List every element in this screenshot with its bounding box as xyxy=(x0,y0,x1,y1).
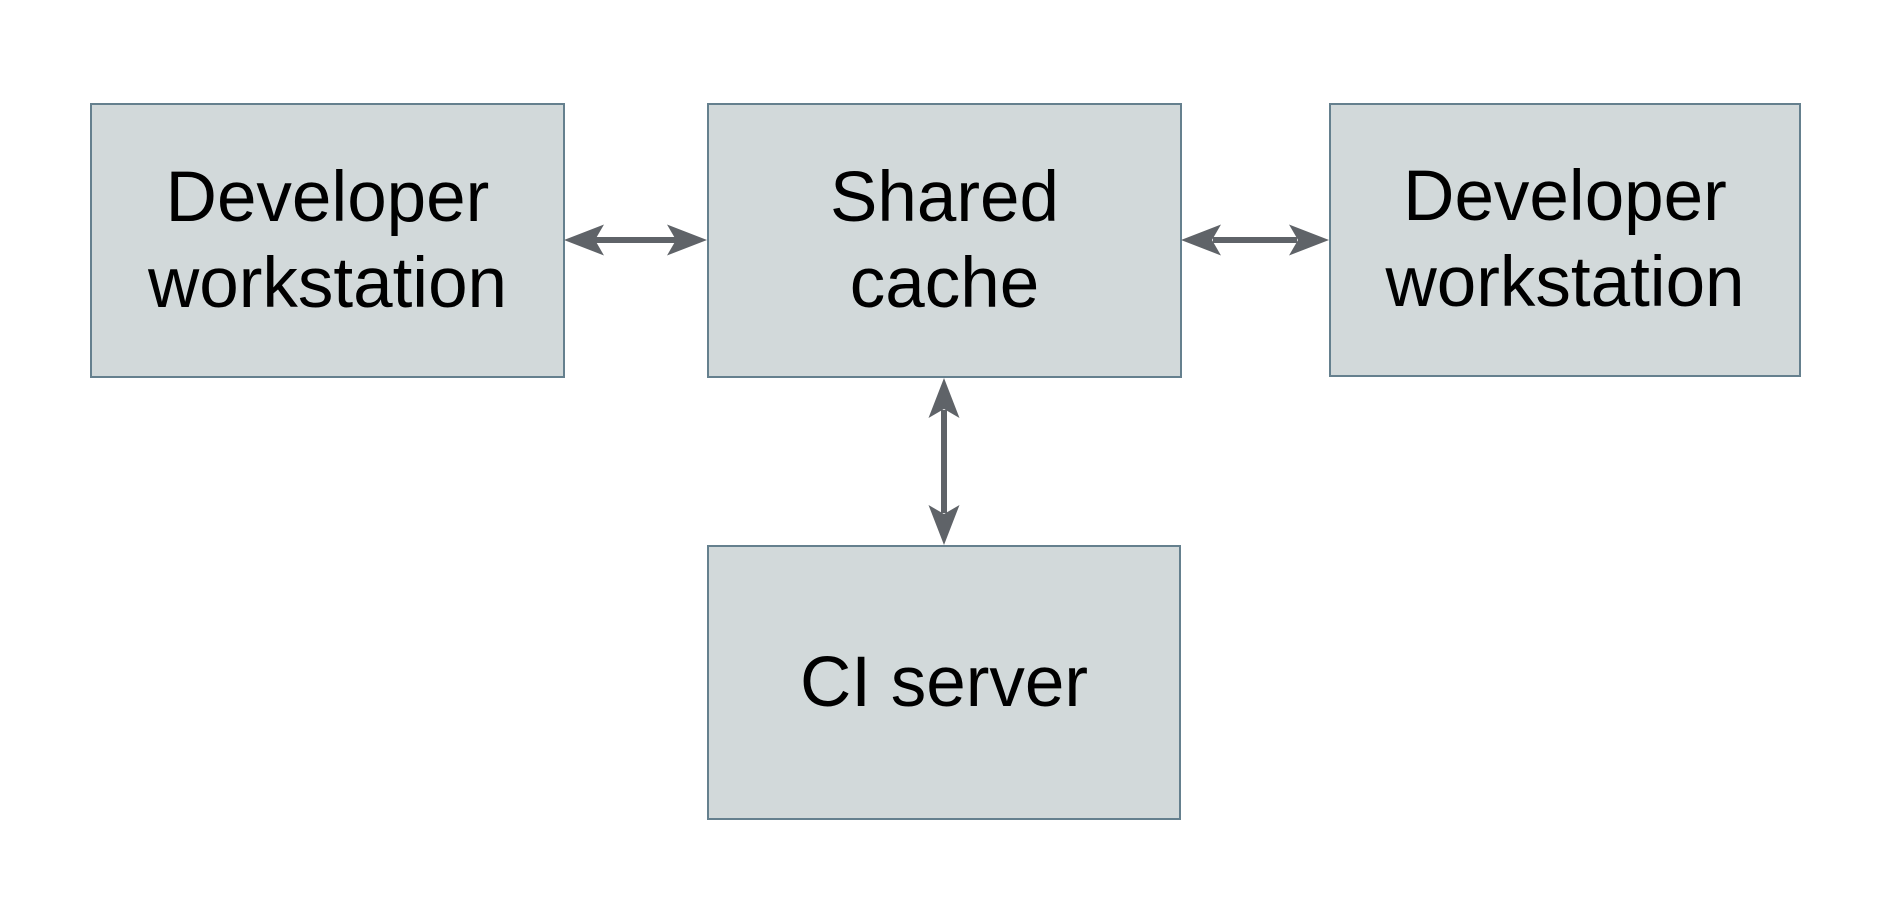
bidirectional-arrow-shared-cache-ci-server xyxy=(923,378,965,545)
node-label-line: Developer xyxy=(165,157,490,237)
double-arrow-icon xyxy=(1181,224,1329,256)
double-arrow-icon xyxy=(564,224,707,256)
node-developer-workstation-left: Developer workstation xyxy=(90,103,565,378)
bidirectional-arrow-shared-cache-right-workstation xyxy=(1181,219,1329,261)
node-label-line: workstation xyxy=(147,243,508,323)
node-label-line: Shared xyxy=(830,157,1059,237)
node-label-line: cache xyxy=(849,243,1040,323)
node-ci-server: CI server xyxy=(707,545,1181,820)
node-shared-cache: Shared cache xyxy=(707,103,1182,378)
node-developer-workstation-right: Developer workstation xyxy=(1329,103,1801,377)
node-label-line: workstation xyxy=(1385,243,1745,322)
node-label-line: CI server xyxy=(800,642,1088,722)
double-arrow-icon xyxy=(928,378,960,545)
node-label-line: Developer xyxy=(1403,157,1727,236)
bidirectional-arrow-left-workstation-shared-cache xyxy=(564,219,707,261)
